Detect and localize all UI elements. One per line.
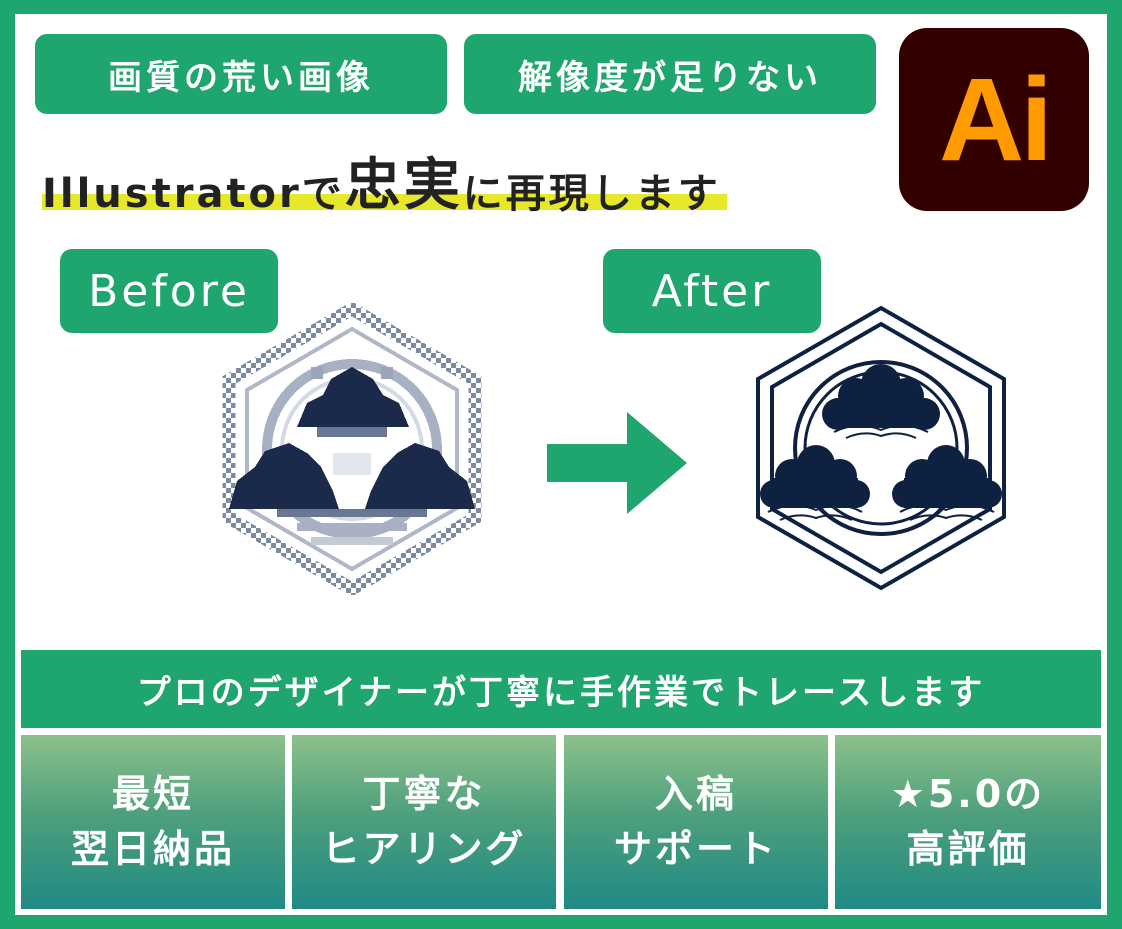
headline-emphasis: 忠実 xyxy=(344,153,463,218)
before-pixelated-emblem xyxy=(222,303,482,595)
feature-line2: 翌日納品 xyxy=(70,827,235,871)
feature-hearing: 丁寧な ヒアリング xyxy=(292,735,556,909)
feature-rating: ★5.0の 高評価 xyxy=(835,735,1101,909)
illustrator-logo-text: Ai xyxy=(939,53,1053,186)
tag-low-quality: 画質の荒い画像 xyxy=(35,34,447,114)
after-vector-emblem xyxy=(756,305,1006,591)
headline-highlight xyxy=(42,194,727,210)
feature-line2: 高評価 xyxy=(906,827,1030,871)
headline: Illustratorで 忠実 に再現します xyxy=(42,152,727,218)
feature-line1: 最短 xyxy=(111,771,194,816)
feature-line2: ヒアリング xyxy=(321,827,527,871)
after-label: After xyxy=(603,249,821,333)
service-banner: プロのデザイナーが丁寧に手作業でトレースします xyxy=(21,650,1101,728)
headline-part2: に再現します xyxy=(462,171,721,217)
before-label: Before xyxy=(60,249,278,333)
illustrator-logo-icon: Ai xyxy=(899,28,1089,211)
tag-low-resolution: 解像度が足りない xyxy=(464,34,876,114)
feature-fast-delivery: 最短 翌日納品 xyxy=(21,735,285,909)
feature-line2: サポート xyxy=(613,827,778,871)
headline-part1: Illustratorで xyxy=(42,171,345,217)
feature-line1: 丁寧な xyxy=(362,771,486,816)
ad-banner: 画質の荒い画像 解像度が足りない Ai Illustratorで 忠実 に再現し… xyxy=(15,14,1107,915)
feature-submission-support: 入稿 サポート xyxy=(564,735,828,909)
arrow-right-icon xyxy=(547,412,687,514)
feature-line1: 入稿 xyxy=(654,771,737,816)
feature-line1: ★5.0の xyxy=(890,771,1046,816)
